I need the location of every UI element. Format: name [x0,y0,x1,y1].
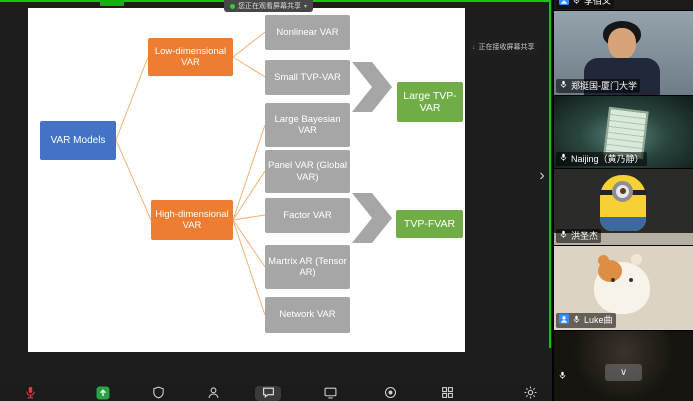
diagram-box-large-bayesian-var: Large Bayesian VAR [265,103,350,147]
diagram-box-matrix-ar: Martrix AR (Tensor AR) [265,245,350,289]
diagram-box-small-tvp-var: Small TVP-VAR [265,60,350,95]
collapse-sidebar-button[interactable]: › [539,167,545,184]
participant-name-tag: 郑挺国-厦门大学 [556,79,640,93]
participant-tile-zhengtingguo[interactable]: 郑挺国-厦门大学 [554,11,693,95]
participants-icon [207,386,220,401]
diagram-box-tvp-fvar: TVP-FVAR [396,210,463,238]
participants-sidebar: 李佰义 郑挺国-厦门大学 [554,0,693,401]
participant-name-tag: 李佰义 [556,0,615,9]
whiteboard-icon [324,386,337,401]
microphone-icon [572,0,581,8]
microphone-icon [559,153,568,165]
participant-name: 郑挺国-厦门大学 [571,80,637,91]
participant-name: 李佰义 [584,0,612,6]
download-arrow-icon: ↓ [472,43,476,51]
apps-grid-icon [441,386,454,401]
share-screen-icon [96,386,110,401]
shared-screen-area: VAR Models Low-dimensional VAR High-dime… [0,0,552,385]
gear-icon [524,386,537,401]
diagram-box-large-tvp-var: Large TVP-VAR [397,82,463,122]
toolbar-participants-button[interactable] [200,386,226,401]
share-indicator-badge [100,0,124,6]
record-icon [384,386,397,401]
participant-name-tag: Luke曲 [556,313,616,328]
diagram-box-var-models: VAR Models [40,121,116,160]
participant-name-tag: Naijing（黄乃静） [556,152,647,166]
chevron-down-icon: ▾ [304,3,308,10]
diagram-box-high-dimensional-var: High-dimensional VAR [151,200,233,240]
status-dot-icon [230,3,235,9]
user-badge-icon [559,0,569,8]
diagram-box-network-var: Network VAR [265,297,350,333]
diagram-box-factor-var: Factor VAR [265,198,350,233]
participant-tile-luke[interactable]: Luke曲 [554,246,693,330]
meeting-banner[interactable]: 您正在观看屏幕共享 ▾ [224,0,314,12]
microphone-icon [558,367,567,385]
diagram-box-panel-var: Panel VAR (Global VAR) [265,150,350,193]
chevron-down-icon: ∨ [619,367,628,378]
toolbar-apps-button[interactable] [434,386,460,401]
shared-slide: VAR Models Low-dimensional VAR High-dime… [28,8,465,352]
participant-name-tag: 洪圣杰 [556,229,602,243]
chevron-arrow [352,193,392,243]
microphone-icon [559,80,568,92]
microphone-icon [572,315,581,327]
toolbar-mute-button[interactable] [17,386,43,401]
toolbar-settings-button[interactable] [517,386,543,401]
meeting-toolbar [0,385,552,401]
diagram-box-nonlinear-var: Nonlinear VAR [265,15,350,50]
participant-tile-libaiyi[interactable]: 李佰义 [554,0,693,10]
security-shield-icon [152,386,165,401]
toolbar-chat-button[interactable] [255,386,281,401]
diagram-box-low-dimensional-var: Low-dimensional VAR [148,38,233,76]
banner-text: 您正在观看屏幕共享 [238,3,301,10]
participant-tile-hongshengjie[interactable]: 洪圣杰 [554,169,693,245]
diagram-connectors [115,31,392,316]
chat-bubble-icon [262,386,275,401]
scroll-down-button[interactable]: ∨ [605,364,642,381]
receiving-text: 正在接收屏幕共享 [478,44,535,51]
microphone-icon [559,230,568,242]
participant-tile-naijing[interactable]: Naijing（黄乃静） [554,96,693,168]
toolbar-security-button[interactable] [145,386,171,401]
participant-name: Naijing（黄乃静） [571,153,644,164]
user-badge-icon [559,314,569,327]
participant-name: 洪圣杰 [571,230,599,241]
toolbar-whiteboard-button[interactable] [317,386,343,401]
chevron-arrow [352,62,392,112]
toolbar-record-button[interactable] [377,386,403,401]
participant-name: Luke曲 [584,315,613,325]
receiving-share-toast: ↓ 正在接收屏幕共享 [468,40,539,54]
microphone-muted-icon [24,386,37,401]
toolbar-share-screen-button[interactable] [90,386,116,401]
